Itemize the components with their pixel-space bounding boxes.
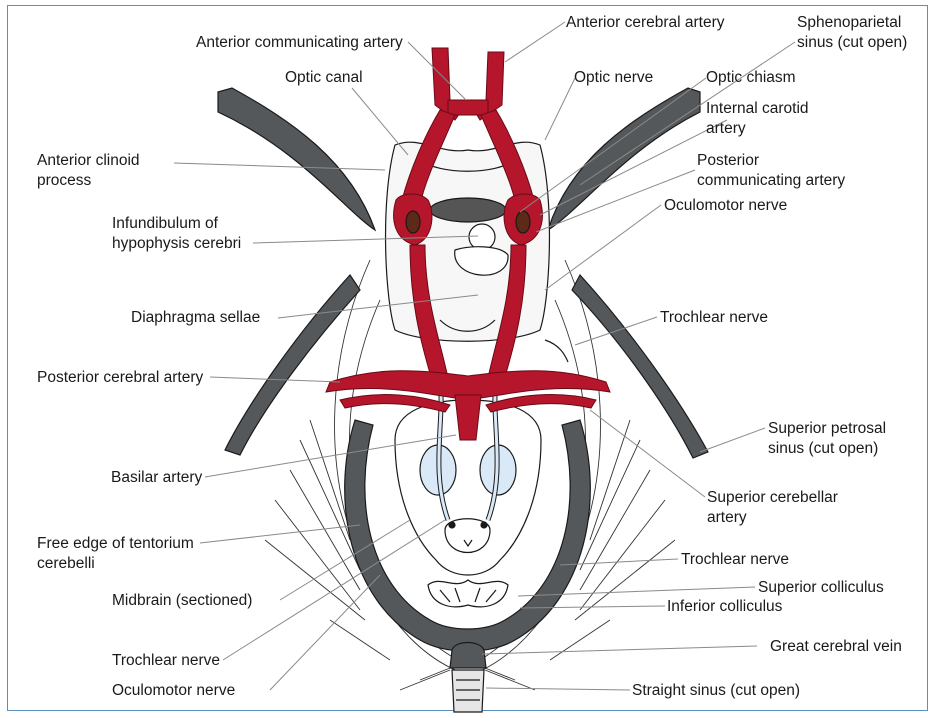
- label-infundibulum-line1: Infundibulum of: [112, 215, 219, 232]
- left-sphenoparietal-sinus: [218, 88, 375, 230]
- label-infundibulum-line2: hypophysis cerebri: [112, 235, 241, 252]
- label-optic-chiasm: Optic chiasm: [706, 69, 796, 86]
- label-posterior-communicating-line2: communicating artery: [697, 172, 845, 189]
- label-anterior-clinoid-line1: Anterior clinoid: [37, 152, 140, 169]
- label-superior-colliculus: Superior colliculus: [758, 579, 884, 596]
- label-superior-cerebellar-line2: artery: [707, 509, 747, 526]
- label-basilar-artery: Basilar artery: [111, 469, 203, 486]
- label-inferior-colliculus: Inferior colliculus: [667, 598, 783, 615]
- label-trochlear-nerve-upper: Trochlear nerve: [660, 309, 768, 326]
- label-anterior-clinoid-line2: process: [37, 172, 92, 189]
- right-superior-petrosal-sinus: [572, 275, 708, 458]
- infundibulum-shape: [469, 224, 495, 250]
- label-oculomotor-nerve-right: Oculomotor nerve: [664, 197, 787, 214]
- optic-chiasm-shape: [430, 198, 506, 222]
- label-superior-petrosal-line2: sinus (cut open): [768, 440, 878, 457]
- label-sphenoparietal-sinus-line2: sinus (cut open): [797, 34, 907, 51]
- label-superior-petrosal-line1: Superior petrosal: [768, 420, 886, 437]
- label-optic-nerve: Optic nerve: [574, 69, 653, 86]
- label-sphenoparietal-sinus-line1: Sphenoparietal: [797, 14, 901, 31]
- label-anterior-cerebral-artery: Anterior cerebral artery: [566, 14, 725, 31]
- left-superior-petrosal-sinus: [225, 275, 360, 455]
- label-superior-cerebellar-line1: Superior cerebellar: [707, 489, 838, 506]
- label-oculomotor-nerve-left: Oculomotor nerve: [112, 682, 235, 699]
- label-optic-canal: Optic canal: [285, 69, 363, 86]
- label-internal-carotid-line2: artery: [706, 120, 746, 137]
- label-diaphragma-sellae: Diaphragma sellae: [131, 309, 260, 326]
- label-trochlear-nerve-left: Trochlear nerve: [112, 652, 220, 669]
- straight-sinus: [452, 670, 484, 712]
- label-free-edge-tentorium-line1: Free edge of tentorium: [37, 535, 194, 552]
- label-midbrain-sectioned: Midbrain (sectioned): [112, 592, 252, 609]
- label-straight-sinus: Straight sinus (cut open): [632, 682, 800, 699]
- label-free-edge-tentorium-line2: cerebelli: [37, 555, 95, 572]
- label-internal-carotid-line1: Internal carotid: [706, 100, 809, 117]
- label-anterior-communicating-artery: Anterior communicating artery: [196, 34, 403, 51]
- basilar-artery: [455, 395, 481, 440]
- label-great-cerebral-vein: Great cerebral vein: [770, 638, 902, 655]
- anterior-communicating-artery: [448, 100, 488, 115]
- label-trochlear-nerve-mid: Trochlear nerve: [681, 551, 789, 568]
- great-cerebral-vein: [450, 643, 486, 669]
- colliculi: [428, 580, 508, 607]
- label-posterior-communicating-line1: Posterior: [697, 152, 759, 169]
- label-posterior-cerebral-artery: Posterior cerebral artery: [37, 369, 204, 386]
